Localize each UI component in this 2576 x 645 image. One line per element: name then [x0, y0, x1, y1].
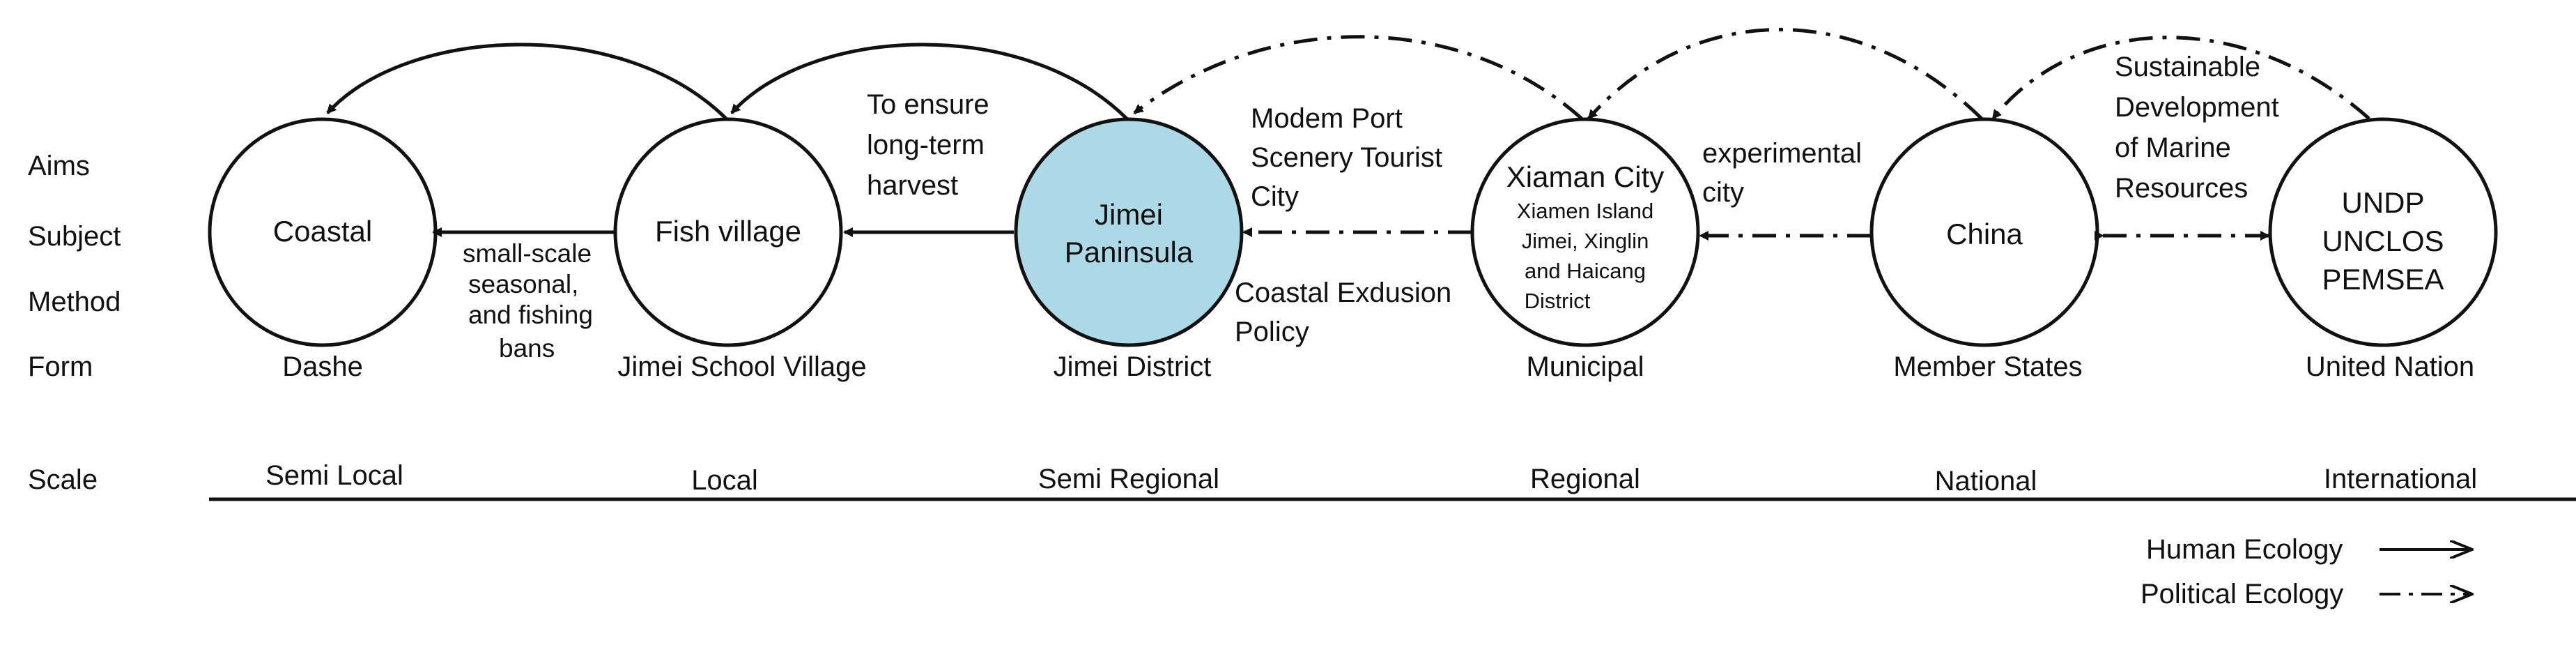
annotation-port-line1: Modem Port — [1251, 103, 1403, 134]
scale-label-semi-local: Semi Local — [265, 460, 403, 491]
row-label-form: Form — [28, 351, 93, 382]
node-xiamen-detail-line1: Xiamen Island — [1516, 199, 1654, 223]
form-label-municipal: Municipal — [1526, 351, 1644, 382]
annotation-sustainable-line2: Development — [2115, 92, 2279, 123]
node-xiamen-detail-line2: Jimei, Xinglin — [1521, 229, 1649, 253]
node-xiamen-detail-line3: and Haicang — [1524, 259, 1646, 283]
annotation-port-line2: Scenery Tourist — [1251, 142, 1442, 173]
annotation-small-scale-line4: bans — [499, 334, 555, 363]
scale-label-semi-regional: Semi Regional — [1038, 464, 1220, 494]
node-un — [2268, 117, 2498, 347]
annotation-experimental-line1: experimental — [1702, 138, 1862, 169]
node-jimei-title-line2: Paninsula — [1064, 236, 1194, 268]
node-jimei — [1014, 117, 1244, 347]
arrow-china-to-xiamen-curve — [1587, 27, 1983, 120]
node-china-title: China — [1946, 218, 2023, 250]
arrow-fish-to-coastal-curve — [326, 43, 727, 120]
annotation-harvest-line1: To ensure — [867, 89, 989, 120]
scale-label-local: Local — [691, 465, 758, 496]
form-label-jimei-school-village: Jimei School Village — [617, 351, 867, 382]
form-label-member-states: Member States — [1893, 351, 2083, 382]
node-un-line3: PEMSEA — [2322, 263, 2444, 296]
annotation-exclusion-line1: Coastal Exdusion — [1235, 278, 1452, 308]
scale-label-international: International — [2323, 464, 2478, 494]
node-fish-village-title: Fish village — [654, 215, 802, 248]
arrow-un-to-china-curve — [1991, 36, 2370, 120]
annotation-experimental-line2: city — [1702, 177, 1744, 208]
node-xiamen — [1470, 117, 1700, 347]
form-label-dashe: Dashe — [282, 351, 363, 382]
node-un-line1: UNDP — [2341, 186, 2425, 219]
legend-political-label: Political Ecology — [2141, 579, 2344, 609]
annotation-small-scale-line1: small-scale — [463, 239, 592, 268]
annotation-sustainable-line1: Sustainable — [2115, 52, 2261, 82]
node-xiamen-title: Xiaman City — [1506, 160, 1665, 193]
scale-label-regional: Regional — [1530, 464, 1640, 494]
scale-label-national: National — [1934, 466, 2037, 496]
annotation-exclusion-line2: Policy — [1235, 317, 1309, 347]
row-label-subject: Subject — [28, 221, 121, 252]
annotation-harvest-line2: long-term — [867, 130, 985, 160]
form-label-united-nation: United Nation — [2305, 351, 2475, 382]
annotation-port-line3: City — [1251, 181, 1299, 212]
annotation-harvest-line3: harvest — [867, 170, 959, 201]
row-label-aims: Aims — [28, 151, 90, 181]
annotation-small-scale-line2: seasonal, — [468, 270, 579, 298]
annotation-small-scale-line3: and fishing — [468, 301, 593, 329]
legend-human-label: Human Ecology — [2146, 534, 2343, 565]
form-label-jimei-district: Jimei District — [1053, 351, 1212, 382]
annotation-sustainable-line3: of Marine — [2115, 132, 2231, 163]
node-jimei-title-line1: Jimei — [1094, 198, 1163, 231]
row-label-method: Method — [28, 287, 121, 317]
node-fish-village — [613, 117, 843, 347]
node-coastal-title: Coastal — [272, 215, 373, 248]
row-label-scale: Scale — [28, 464, 98, 495]
annotation-sustainable-line4: Resources — [2115, 173, 2249, 204]
node-un-line2: UNCLOS — [2322, 225, 2444, 257]
arrow-xiamen-to-jimei-curve — [1133, 35, 1583, 120]
node-xiamen-detail-line4: District — [1524, 289, 1591, 313]
arrow-jimei-to-fish-curve — [730, 43, 1128, 120]
